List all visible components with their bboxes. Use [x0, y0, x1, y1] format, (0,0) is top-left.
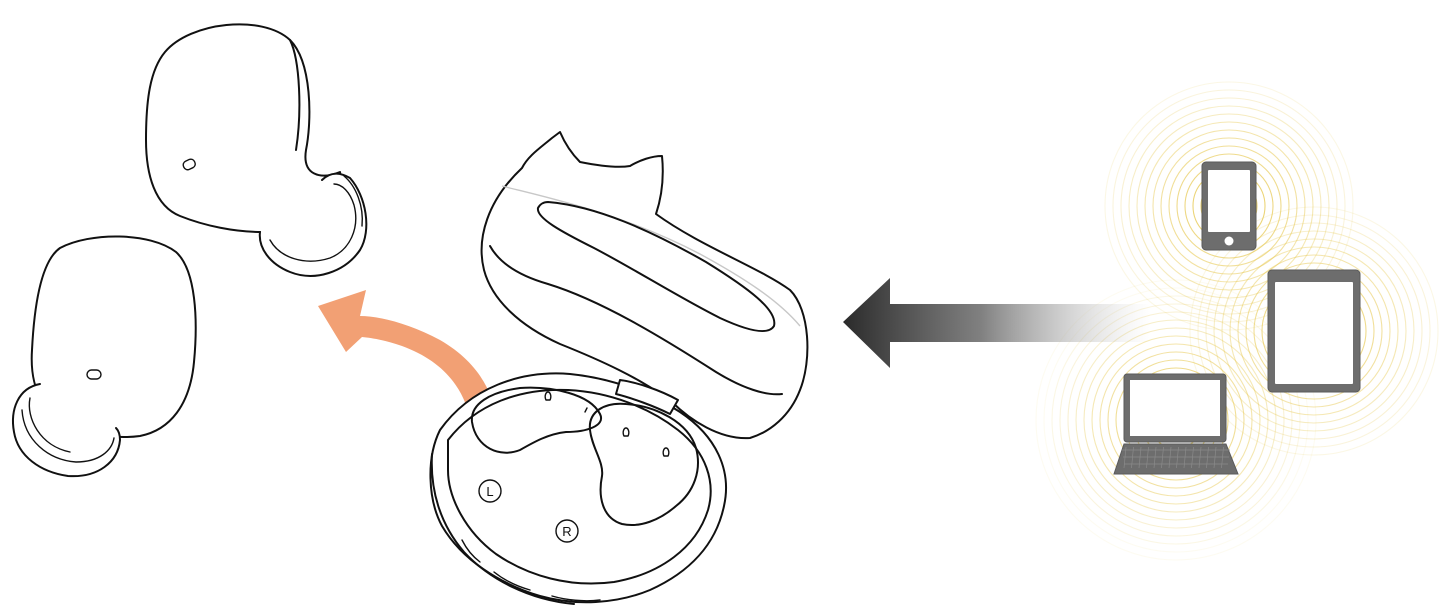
smartphone-icon [1202, 162, 1256, 250]
charging-case-open: L R [430, 132, 807, 604]
pairing-arrow [843, 278, 1150, 368]
right-earbud [146, 24, 366, 276]
left-earbud [13, 236, 196, 476]
case-left-label: L [486, 484, 493, 499]
tablet-icon [1268, 270, 1360, 392]
case-right-label: R [562, 524, 571, 539]
laptop-icon [1114, 374, 1238, 474]
